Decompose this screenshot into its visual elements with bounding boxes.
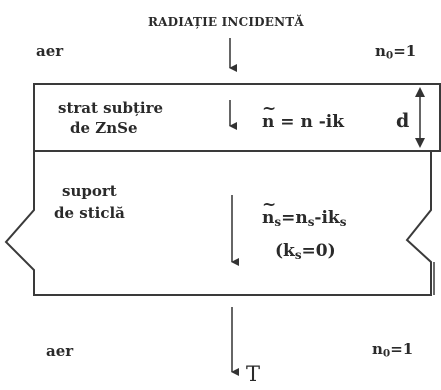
substrate-condition: (ks=0) <box>275 241 336 262</box>
incident-radiation-title: RADIAȚIE INCIDENTĂ <box>148 15 304 29</box>
film-label-line2: de ZnSe <box>70 121 138 137</box>
substrate-label-line2: de sticlă <box>54 204 125 222</box>
substrate-refractive-index: ns=ns-iks <box>262 197 346 228</box>
thin-film-layer <box>33 83 441 152</box>
air-top-label: aer <box>36 42 64 60</box>
air-bottom-label: aer <box>46 342 74 360</box>
glass-substrate-outline <box>4 152 432 296</box>
transmitted-label: T <box>246 362 261 386</box>
air-top-index: n0=1 <box>375 42 417 62</box>
film-label-line1: strat subțire <box>58 99 164 117</box>
air-bottom-index: n0=1 <box>372 340 414 360</box>
film-refractive-index: n = n -ik <box>262 101 344 131</box>
substrate-label-line1: suport <box>62 182 117 200</box>
thickness-label: d <box>396 110 410 132</box>
